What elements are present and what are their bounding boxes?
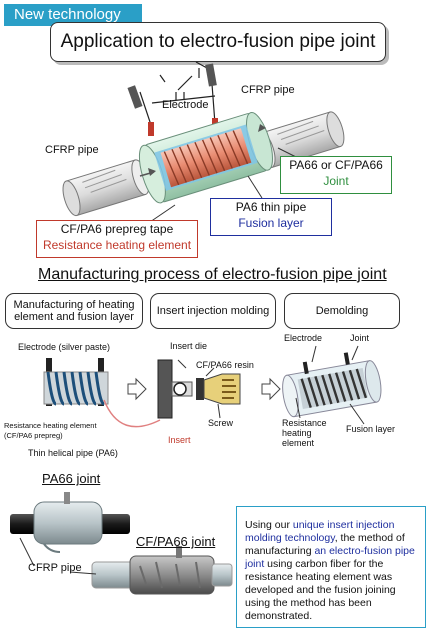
cfrp-pipe-left-label: CFRP pipe bbox=[45, 144, 99, 156]
helical-coil-graphic bbox=[43, 358, 161, 428]
description-highlight-2: an electro-fusion pipe joint bbox=[245, 545, 415, 570]
pa66-joint-photo bbox=[10, 492, 130, 553]
insert-label: Insert bbox=[168, 435, 191, 445]
insert-molding-graphic bbox=[157, 359, 241, 419]
electrode-label: Electrode bbox=[162, 99, 209, 111]
fusion-layer-label-box: PA6 thin pipe Fusion layer bbox=[210, 198, 332, 236]
cfrp-pipe-left bbox=[62, 159, 150, 217]
helical-pipe-label: Thin helical pipe (PA6) bbox=[28, 448, 118, 458]
cfrp-pipe-photo-label: CFRP pipe bbox=[28, 562, 82, 574]
process-title: Manufacturing process of electro-fusion … bbox=[38, 266, 387, 283]
page-title: Application to electro-fusion pipe joint bbox=[50, 22, 386, 62]
process-arrow-2 bbox=[261, 377, 281, 401]
description-box: Using our unique insert injection moldin… bbox=[236, 506, 426, 628]
screw-label: Screw bbox=[208, 418, 234, 428]
description-text-1: Using our bbox=[245, 519, 293, 531]
prepreg-label: (CF/PA6 prepreg) bbox=[4, 431, 63, 440]
demold-heating-label-1: Resistance bbox=[282, 418, 327, 428]
joint-assembly bbox=[138, 111, 273, 204]
demold-heating-label-2: heating bbox=[282, 428, 312, 438]
heating-element-label: Resistance heating element bbox=[42, 238, 192, 252]
joint-label: Joint bbox=[323, 174, 349, 188]
heating-element-label-box: CF/PA6 prepreg tape Resistance heating e… bbox=[36, 220, 198, 258]
new-technology-badge: New technology bbox=[4, 4, 142, 26]
description-text-2: , the method of manufacturing bbox=[245, 532, 405, 557]
demold-electrode-label: Electrode bbox=[284, 333, 323, 343]
demold-joint-label: Joint bbox=[350, 333, 370, 343]
process-arrow-1 bbox=[127, 377, 147, 401]
cfrp-pipe-right-label: CFRP pipe bbox=[241, 84, 295, 96]
electrode-wires bbox=[139, 61, 216, 129]
insert-die-label: Insert die bbox=[170, 341, 208, 351]
pa66-joint-label: PA66 joint bbox=[42, 471, 101, 486]
fusion-layer-label: Fusion layer bbox=[238, 216, 304, 230]
fusion-material-label: PA6 thin pipe bbox=[235, 200, 307, 214]
resin-label: CF/PA66 resin bbox=[196, 360, 254, 370]
step-heating-element: Manufacturing of heating element and fus… bbox=[5, 293, 143, 329]
demold-heating-label-3: element bbox=[282, 438, 315, 448]
silver-paste-electrode-label: Electrode (silver paste) bbox=[18, 342, 111, 352]
joint-material-label: PA66 or CF/PA66 bbox=[289, 158, 383, 172]
description-highlight-1: unique insert injection molding technolo… bbox=[245, 519, 395, 544]
resistance-heating-label: Resistance heating element bbox=[4, 421, 97, 430]
step-insert-injection: Insert injection molding bbox=[150, 293, 276, 329]
heating-material-label: CF/PA6 prepreg tape bbox=[60, 222, 174, 236]
step-demolding: Demolding bbox=[284, 293, 400, 329]
cfpa66-joint-label: CF/PA66 joint bbox=[136, 534, 216, 549]
joint-label-box: PA66 or CF/PA66 Joint bbox=[280, 156, 392, 194]
description-text-3: using carbon fiber for the resistance he… bbox=[245, 558, 396, 622]
demold-fusion-label: Fusion layer bbox=[346, 424, 396, 434]
cfpa66-joint-photo bbox=[91, 546, 233, 595]
demolded-joint-graphic bbox=[282, 352, 382, 418]
